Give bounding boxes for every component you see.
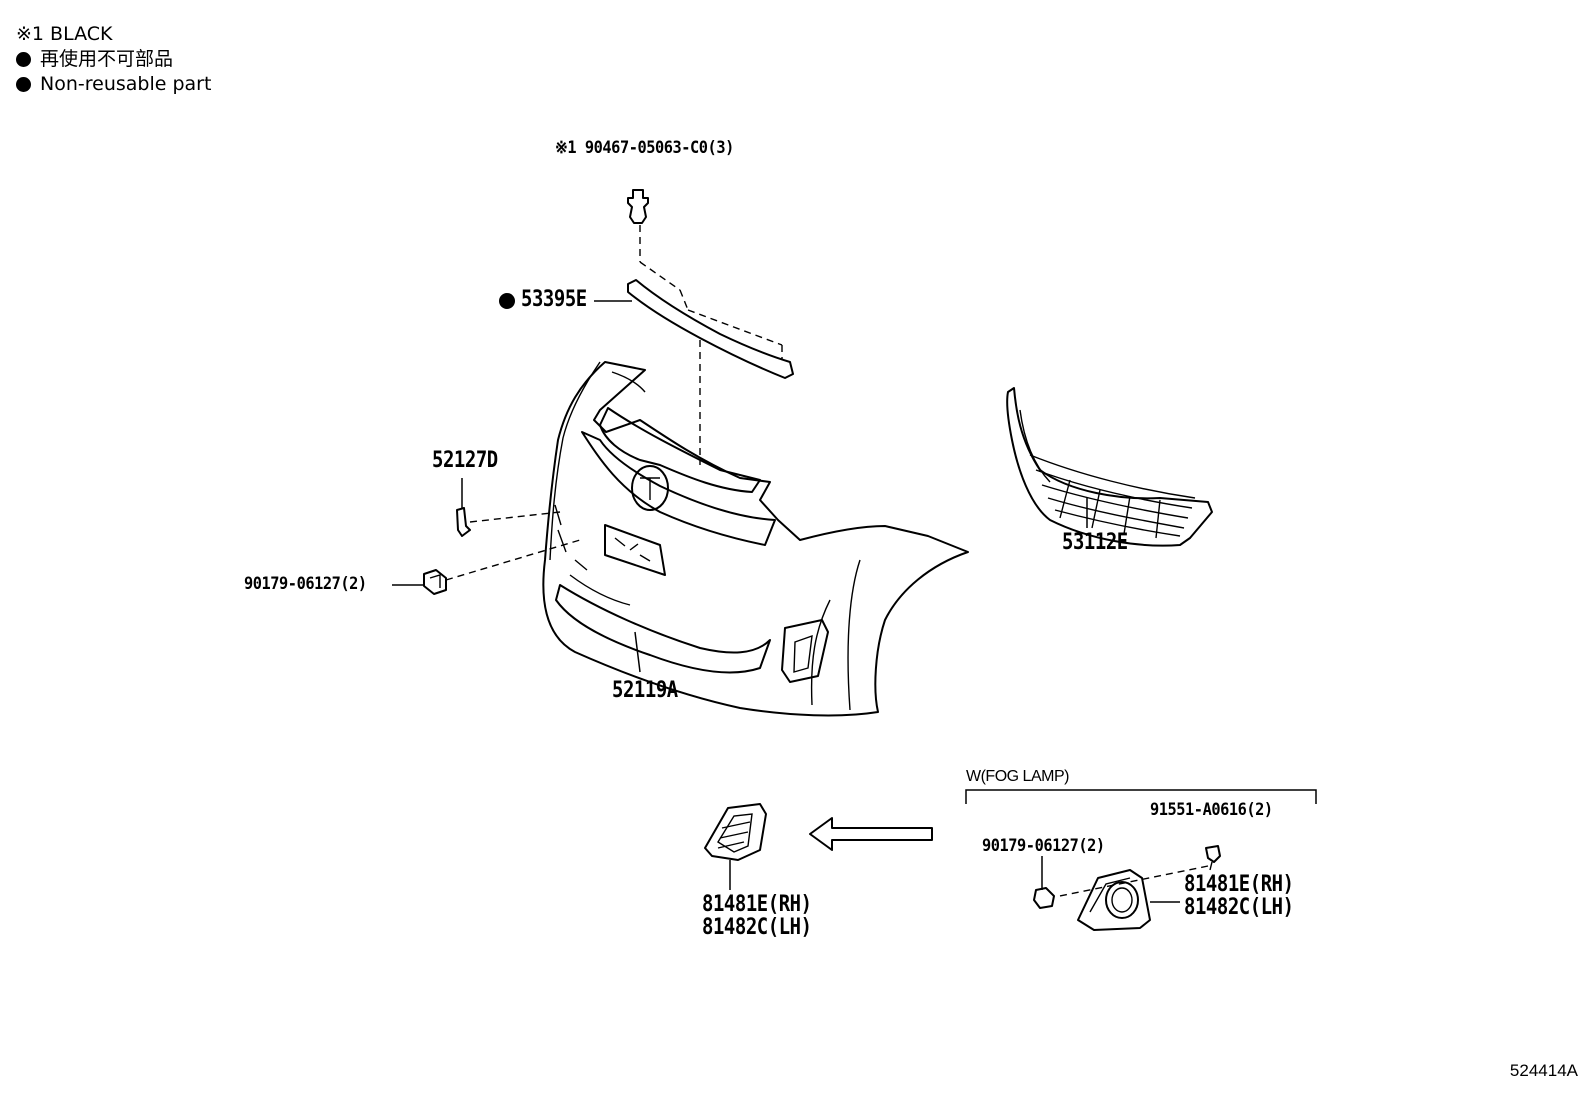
lower-grille-drawing: [1006, 387, 1213, 547]
legend-non-reusable-jp: 再使用不可部品: [16, 47, 211, 72]
part-label-fog-screw[interactable]: 91551-A0616(2): [1150, 800, 1273, 820]
nut-left-drawing: [392, 539, 581, 595]
part-label-fog-cover-lamp-lh[interactable]: 81482C(LH): [1184, 895, 1294, 920]
part-label-fog-cover-plain-rh[interactable]: 81481E(RH): [702, 892, 812, 917]
part-label-nut-left[interactable]: 90179-06127(2): [244, 574, 367, 594]
filled-circle-icon: [16, 77, 31, 92]
part-label-bracket[interactable]: 52127D: [432, 448, 498, 473]
clip-top-drawing: [627, 189, 783, 465]
fog-cover-plain-drawing: [704, 803, 767, 890]
part-label-fog-cover-lamp-rh[interactable]: 81481E(RH): [1184, 872, 1294, 897]
molding-drawing: [594, 279, 794, 379]
fog-screw-drawing: [1059, 845, 1221, 897]
legend-black-note: ※1 BLACK: [16, 23, 113, 45]
fog-group-title: W(FOG LAMP): [966, 768, 1069, 785]
part-label-bumper-cover[interactable]: 52119A: [612, 678, 678, 703]
illustration-code: 524414A: [1509, 1061, 1578, 1080]
part-label-fog-nut[interactable]: 90179-06127(2): [982, 836, 1105, 856]
filled-circle-icon: [16, 52, 31, 67]
legend: ※1 BLACK 再使用不可部品 Non-reusable part: [16, 22, 211, 97]
arrow-left-icon: [809, 817, 933, 851]
fog-cover-lamp-drawing: [1077, 869, 1180, 931]
part-label-fog-cover-plain-lh[interactable]: 81482C(LH): [702, 915, 812, 940]
bumper-cover-drawing: [542, 361, 969, 717]
fog-group-bracket: [965, 789, 1317, 804]
part-label-clip-top[interactable]: ※1 90467-05063-C0(3): [555, 138, 734, 158]
legend-non-reusable-en: Non-reusable part: [16, 72, 211, 97]
fog-nut-drawing: [1033, 856, 1055, 909]
part-label-lower-grille[interactable]: 53112E: [1062, 530, 1128, 555]
bracket-drawing: [456, 478, 561, 537]
filled-circle-icon: [499, 293, 515, 309]
part-label-molding[interactable]: 53395E: [521, 287, 587, 312]
